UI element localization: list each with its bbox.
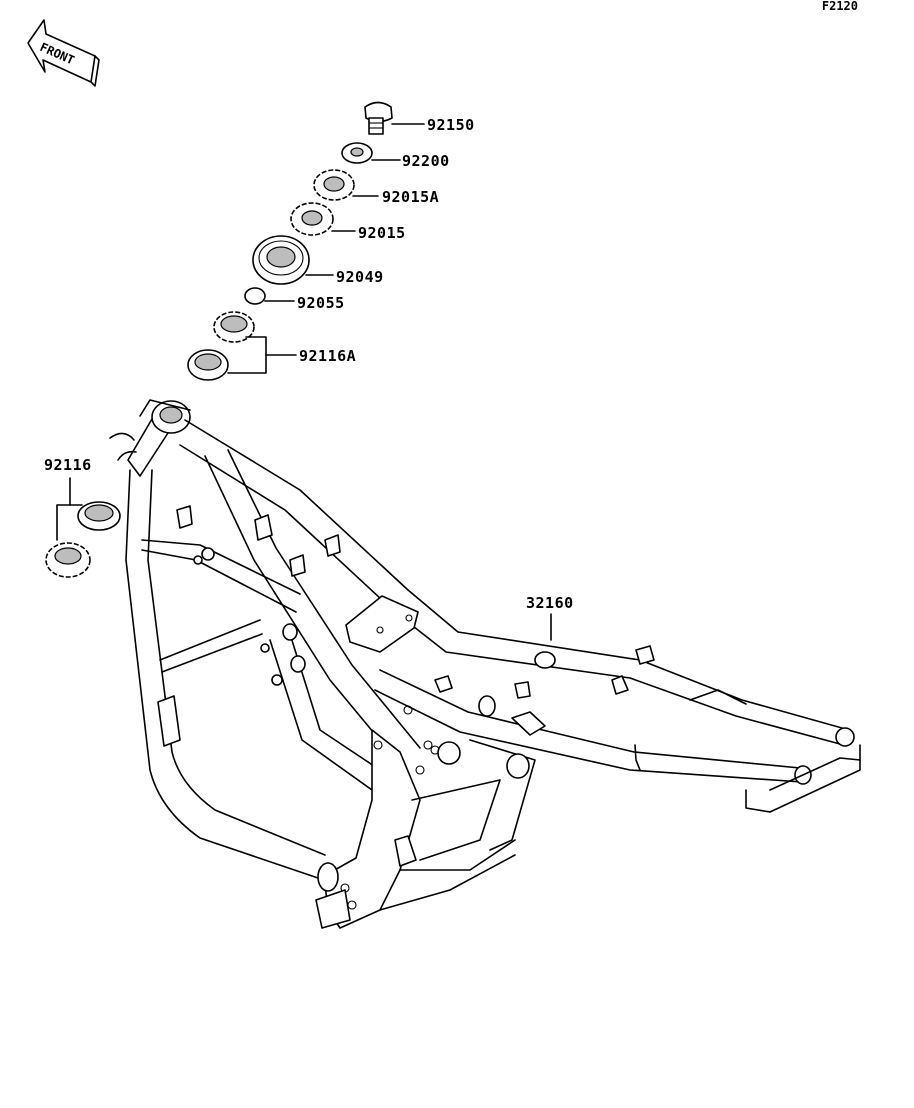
diagram-id: F2120 — [822, 0, 858, 13]
part-label-92116: 92116 — [44, 456, 92, 474]
o-ring-icon — [244, 287, 295, 305]
part-label-92116a: 92116A — [299, 347, 356, 365]
steering-stem-bolt-icon — [364, 101, 425, 135]
upper-bearing-icon — [187, 311, 297, 381]
oil-seal-icon — [252, 235, 334, 285]
part-label-92055: 92055 — [297, 294, 345, 312]
frame-icon — [109, 399, 861, 929]
part-label-92150: 92150 — [427, 116, 475, 134]
stem-nut-lower-icon — [290, 202, 356, 236]
part-label-92049: 92049 — [336, 268, 384, 286]
part-label-92015a: 92015A — [382, 188, 439, 206]
part-label-32160: 32160 — [526, 594, 574, 612]
front-arrow-icon: FRONT — [27, 19, 100, 87]
lower-bearing-icon — [45, 477, 121, 578]
stem-nut-upper-icon — [313, 169, 379, 201]
part-label-92200: 92200 — [402, 152, 450, 170]
part-label-92015: 92015 — [358, 224, 406, 242]
washer-icon — [341, 142, 401, 164]
